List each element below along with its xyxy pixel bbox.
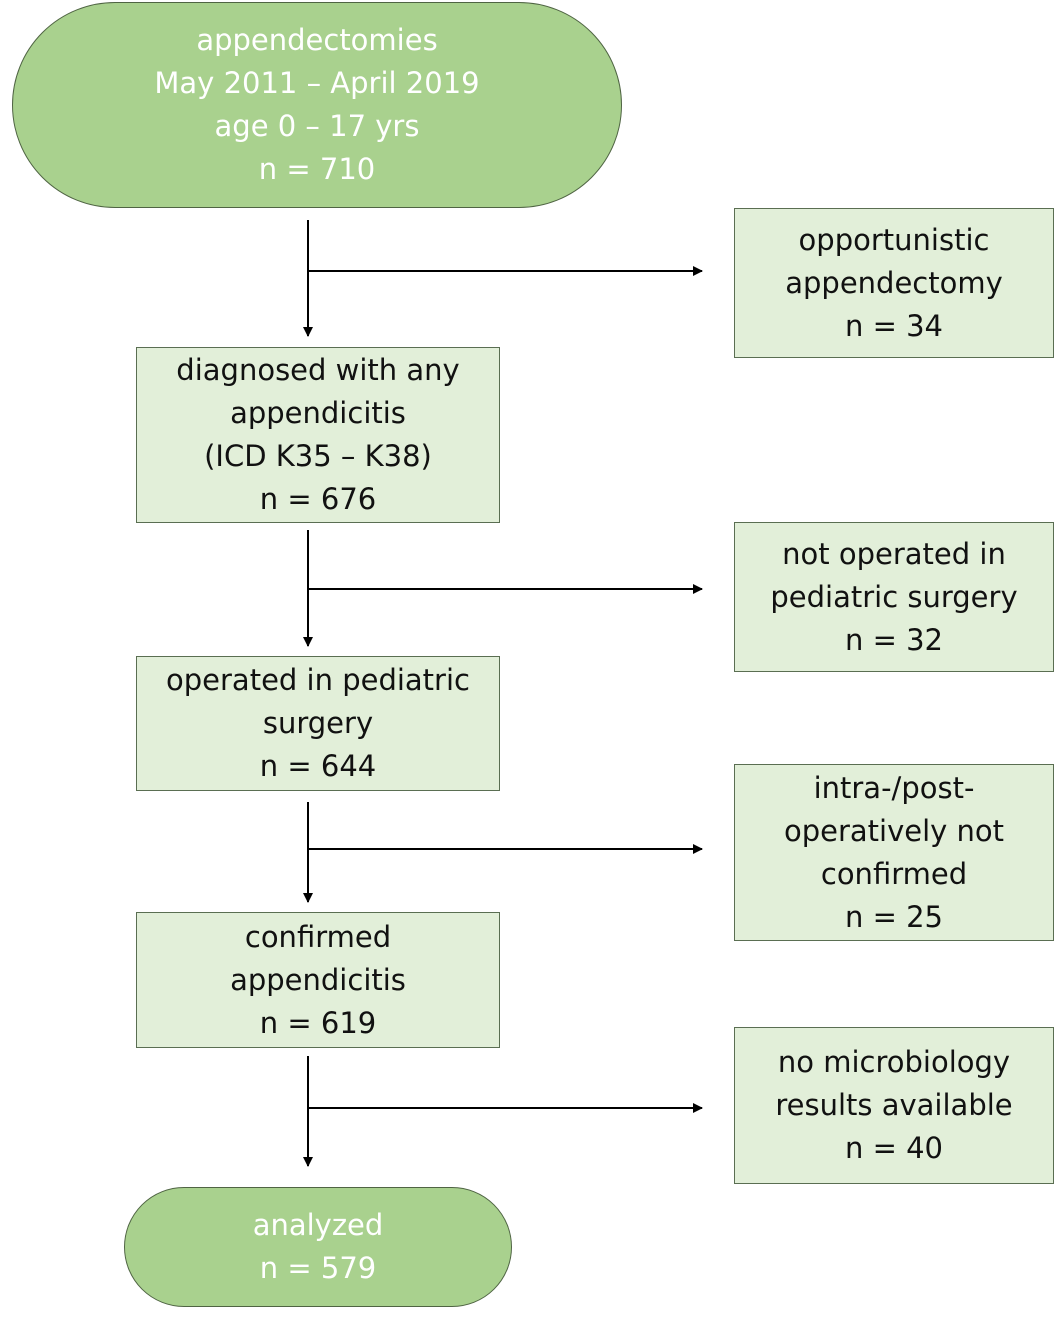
step-line: appendicitis bbox=[230, 396, 406, 430]
end-node-analyzed: analyzed n = 579 bbox=[124, 1187, 512, 1307]
exclusion-line: pediatric surgery bbox=[770, 579, 1018, 614]
exclusion-line: n = 34 bbox=[844, 308, 944, 343]
exclusion-line: not operated in bbox=[782, 536, 1006, 571]
exclusion-line: no microbiology bbox=[777, 1045, 1011, 1079]
step-confirmed-box: confirmed appendicitis n = 619 bbox=[136, 912, 500, 1048]
exclusion-line: opportunistic bbox=[798, 222, 990, 257]
step-line: operated in pediatric bbox=[166, 663, 470, 697]
step-line: n = 619 bbox=[259, 1005, 377, 1040]
exclusion-line: n = 32 bbox=[844, 622, 944, 657]
exclusion-line: appendectomy bbox=[785, 265, 1003, 300]
end-line: analyzed bbox=[252, 1208, 384, 1242]
start-line: age 0 – 17 yrs bbox=[214, 109, 420, 143]
exclusion-line: operatively not bbox=[783, 813, 1005, 848]
step-line: confirmed bbox=[244, 919, 392, 954]
start-line: appendectomies bbox=[196, 23, 438, 57]
exclusion-line: results available bbox=[775, 1088, 1013, 1122]
step-line: n = 676 bbox=[259, 482, 377, 516]
exclusion-line: intra-/post- bbox=[813, 770, 975, 805]
step-operated-box: operated in pediatric surgery n = 644 bbox=[136, 656, 500, 791]
exclusion-not-confirmed-box: intra-/post- operatively not confirmed n… bbox=[734, 764, 1054, 941]
end-line: n = 579 bbox=[259, 1251, 377, 1285]
step-line: n = 644 bbox=[259, 749, 377, 783]
step-line: surgery bbox=[262, 706, 374, 740]
start-line: May 2011 – April 2019 bbox=[154, 66, 480, 100]
step-line: appendicitis bbox=[230, 962, 406, 997]
exclusion-opportunistic-box: opportunistic appendectomy n = 34 bbox=[734, 208, 1054, 358]
exclusion-line: n = 40 bbox=[844, 1131, 944, 1165]
exclusion-no-microbiology-box: no microbiology results available n = 40 bbox=[734, 1027, 1054, 1184]
start-node-appendectomies: appendectomies May 2011 – April 2019 age… bbox=[12, 2, 622, 208]
exclusion-not-operated-box: not operated in pediatric surgery n = 32 bbox=[734, 522, 1054, 672]
exclusion-line: n = 25 bbox=[844, 899, 944, 934]
step-diagnosed-box: diagnosed with any appendicitis (ICD K35… bbox=[136, 347, 500, 523]
start-line: n = 710 bbox=[258, 152, 376, 186]
step-line: diagnosed with any bbox=[176, 353, 460, 387]
step-line: (ICD K35 – K38) bbox=[204, 439, 432, 473]
exclusion-line: confirmed bbox=[820, 856, 968, 891]
